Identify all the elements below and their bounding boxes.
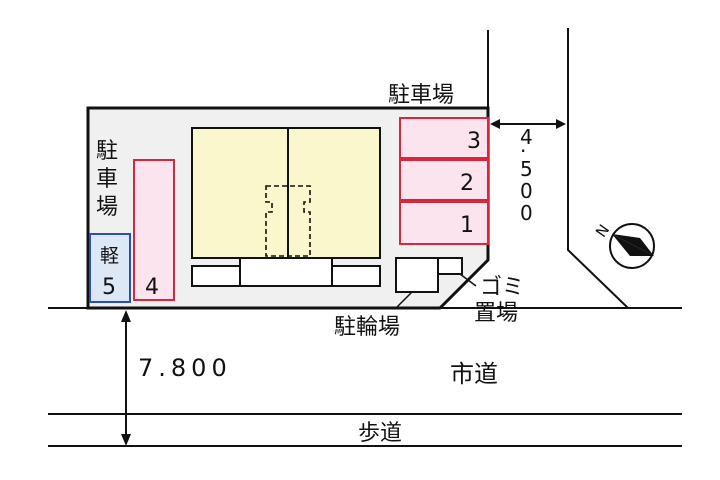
city-road-label: 市道 [450, 360, 498, 388]
side-road-width-char-5: 0 [520, 201, 533, 225]
garbage-leader-line [459, 273, 477, 287]
parking-space-4 [133, 159, 175, 301]
bicycle-parking-label: 駐輪場 [334, 315, 400, 340]
parking-left-char-1: 駐 [96, 139, 118, 164]
garbage-box [437, 257, 463, 275]
parking-space-1-label: 1 [460, 213, 474, 238]
garbage-label-line2: 置場 [474, 301, 518, 326]
parking-right-group: 3 2 1 [399, 117, 489, 245]
parking-space-1 [399, 201, 489, 245]
compass-needle-lower [612, 234, 654, 256]
building-step-left [191, 265, 241, 287]
sidewalk-label: 歩道 [358, 421, 402, 446]
road-width-label: 7.800 [138, 354, 232, 382]
garbage-label-line1: ゴミ [480, 275, 524, 300]
parking-space-2 [399, 159, 489, 201]
bicycle-parking-box [395, 257, 439, 293]
bicycle-leader-line [395, 291, 413, 309]
side-road-width-char-2: . [520, 133, 526, 157]
side-road-width-char-4: 0 [520, 179, 533, 203]
building-entrance [239, 257, 333, 287]
kei-label: 軽 [100, 245, 119, 267]
parking-space-3 [399, 117, 489, 159]
side-road-arrow-left [490, 119, 500, 129]
parking-left-char-3: 場 [96, 195, 118, 220]
building-unit-left [191, 127, 289, 259]
stair-outline [265, 185, 311, 257]
road-dimension-arrow-bottom [121, 434, 131, 446]
parking-space-2-label: 2 [460, 171, 474, 196]
side-road-width-char-1: 4 [520, 125, 533, 149]
side-road-arrow-right [556, 119, 566, 129]
building-step-right [331, 265, 381, 287]
parking-top-label: 駐車場 [388, 83, 454, 108]
kei-parking-space [89, 233, 131, 303]
compass-n-label: N [592, 221, 613, 241]
north-compass-icon: N [592, 221, 655, 269]
parking-left-char-2: 車 [96, 167, 118, 192]
road-dimension-arrow-top [121, 310, 131, 322]
side-road-width-char-3: 5 [520, 157, 533, 181]
building [191, 127, 381, 287]
parking-space-4-label: 4 [145, 275, 159, 300]
parking-space-3-label: 3 [467, 129, 481, 154]
kei-space-number: 5 [102, 275, 116, 300]
building-unit-right [287, 127, 381, 259]
